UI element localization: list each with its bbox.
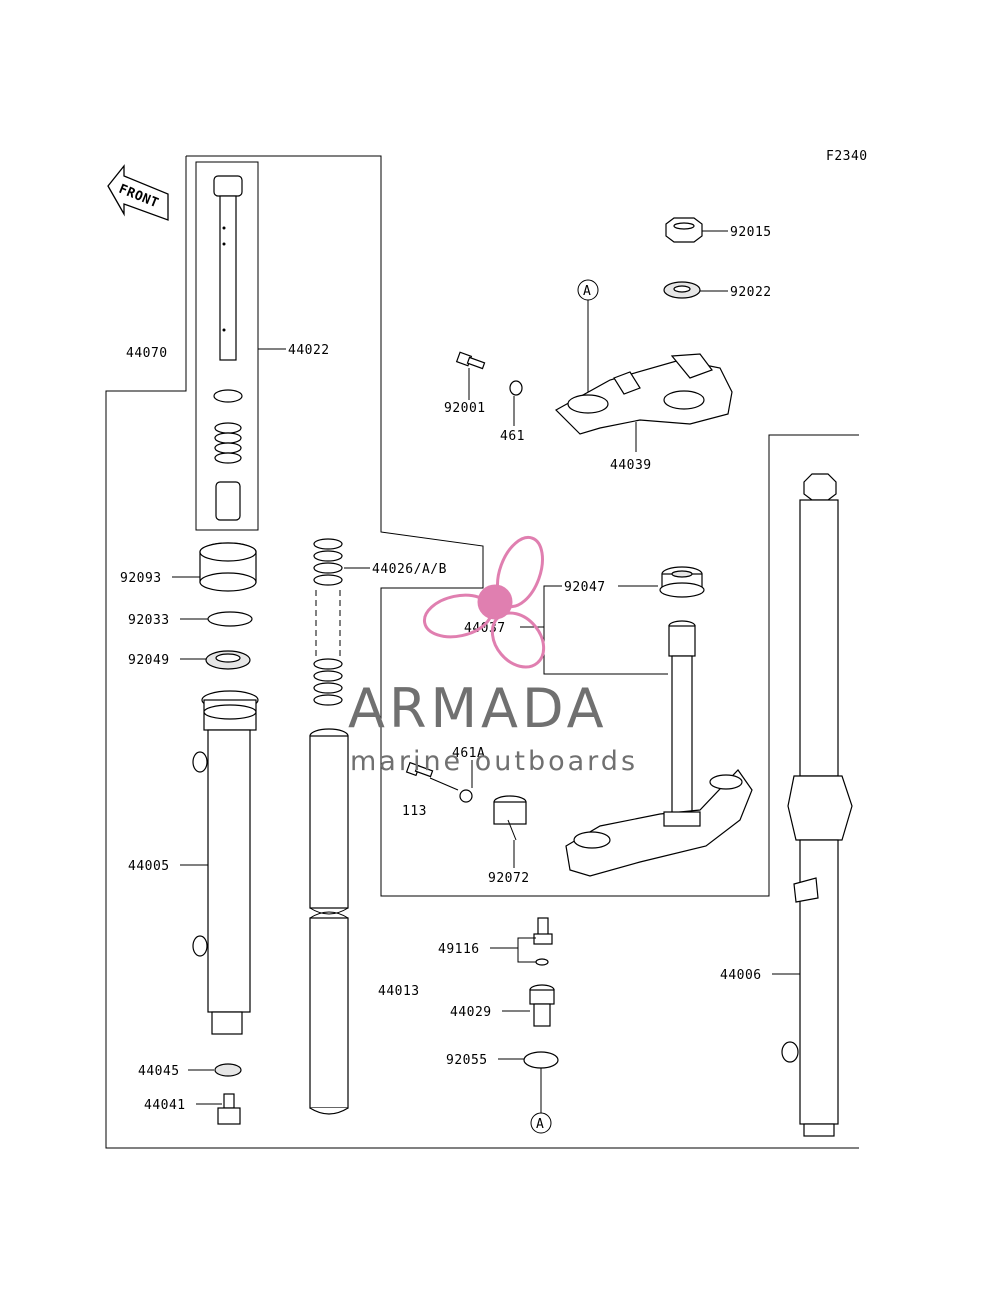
armada-watermark: ARMADA marine outboards: [348, 535, 638, 777]
label-92093: 92093: [120, 571, 162, 586]
label-113: 113: [402, 804, 427, 819]
fork-spring-part: [313, 538, 343, 706]
air-valve-part: [533, 917, 553, 966]
stem-nut-part: [665, 217, 703, 243]
front-arrow-icon: FRONT: [107, 164, 169, 221]
svg-text:A: A: [583, 284, 591, 299]
fork-leg-group-outline: [105, 156, 859, 1149]
ref-marker-a-lower: A: [530, 1112, 552, 1134]
damper-rod-group-box: [195, 161, 259, 531]
label-461: 461: [500, 429, 525, 444]
label-92047: 92047: [564, 580, 606, 595]
hose-clamp-part: [493, 795, 527, 841]
pinch-bolt-part: [405, 761, 434, 778]
upper-fork-bracket-part: [555, 353, 733, 435]
dust-seal-part: [199, 542, 257, 592]
propeller-logo-icon: [422, 535, 546, 669]
label-92072: 92072: [488, 871, 530, 886]
label-92055: 92055: [446, 1053, 488, 1068]
steering-stem-group-line: [543, 585, 668, 675]
label-44026: 44026/A/B: [372, 562, 447, 577]
damper-rod-part: [213, 175, 243, 521]
inner-fork-tube-part: [309, 728, 349, 1115]
drain-bolt-part: [217, 1093, 241, 1125]
label-92033: 92033: [128, 613, 170, 628]
label-44041: 44041: [144, 1098, 186, 1113]
label-44006: 44006: [720, 968, 762, 983]
label-44013: 44013: [378, 984, 420, 999]
watermark-brand: ARMADA: [348, 677, 608, 740]
label-92001: 92001: [444, 401, 486, 416]
label-44070: 44070: [126, 346, 168, 361]
fork-cap-bolt-part: [529, 984, 555, 1027]
circlip-part: [207, 611, 253, 627]
label-92049: 92049: [128, 653, 170, 668]
label-44039: 44039: [610, 458, 652, 473]
o-ring-part: [523, 1051, 559, 1069]
steering-bearing-part: [659, 566, 705, 598]
clamp-bolt-part: [455, 351, 486, 370]
label-44029: 44029: [450, 1005, 492, 1020]
oil-seal-part: [205, 650, 251, 670]
outer-fork-tube-part: [192, 690, 259, 1035]
figure-code: F2340: [826, 149, 868, 164]
label-44022: 44022: [288, 343, 330, 358]
lock-washer-part: [509, 380, 523, 396]
label-49116: 49116: [438, 942, 480, 957]
label-461A: 461A: [452, 746, 485, 761]
washer-part: [214, 1063, 242, 1077]
watermark-tagline: marine outboards: [350, 746, 638, 777]
fork-leg-assembly-part: [781, 473, 853, 1137]
label-92015: 92015: [730, 225, 772, 240]
steering-stem-part: [565, 620, 753, 877]
label-44045: 44045: [138, 1064, 180, 1079]
label-44005: 44005: [128, 859, 170, 874]
ref-marker-a-upper: A: [577, 279, 599, 301]
label-92022: 92022: [730, 285, 772, 300]
stem-washer-part: [663, 281, 701, 299]
lock-washer-a-part: [459, 789, 473, 803]
fork-assembly-outline: [186, 155, 859, 897]
svg-text:A: A: [536, 1117, 544, 1132]
